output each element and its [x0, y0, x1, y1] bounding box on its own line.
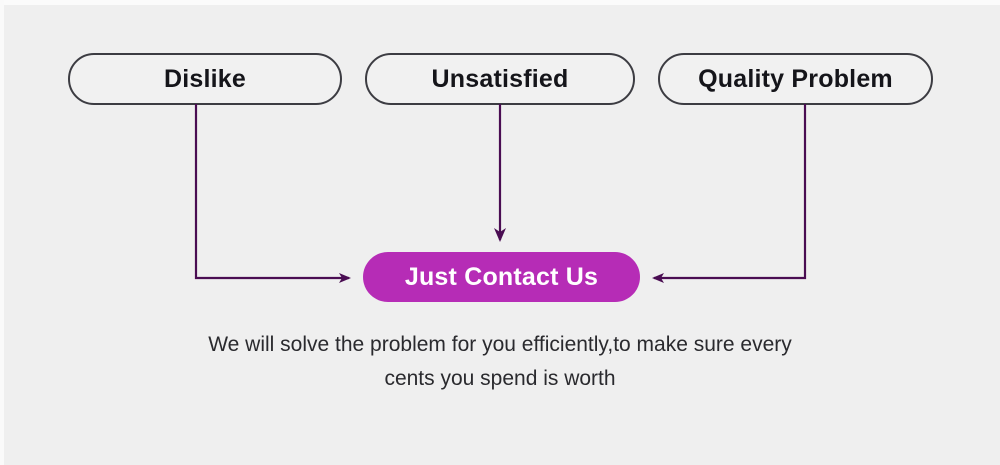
just-contact-us-label: Just Contact Us: [404, 262, 599, 291]
caption-line-1: We will solve the problem for you effici…: [208, 333, 792, 356]
caption-text: We will solve the problem for you effici…: [0, 328, 1000, 396]
reason-box-quality-problem: Quality Problem: [658, 53, 933, 105]
just-contact-us-button[interactable]: Just Contact Us: [363, 252, 640, 302]
left-edge-strip: [0, 0, 4, 465]
edge-quality-to-contact: [652, 104, 807, 283]
reason-label-unsatisfied: Unsatisfied: [431, 64, 569, 93]
caption-line-2: cents you spend is worth: [384, 367, 616, 390]
reason-label-quality-problem: Quality Problem: [698, 64, 893, 93]
edge-dislike-to-contact: [194, 104, 351, 283]
reason-label-dislike: Dislike: [163, 64, 246, 93]
reason-box-dislike: Dislike: [68, 53, 342, 105]
top-edge-strip: [0, 0, 1000, 5]
